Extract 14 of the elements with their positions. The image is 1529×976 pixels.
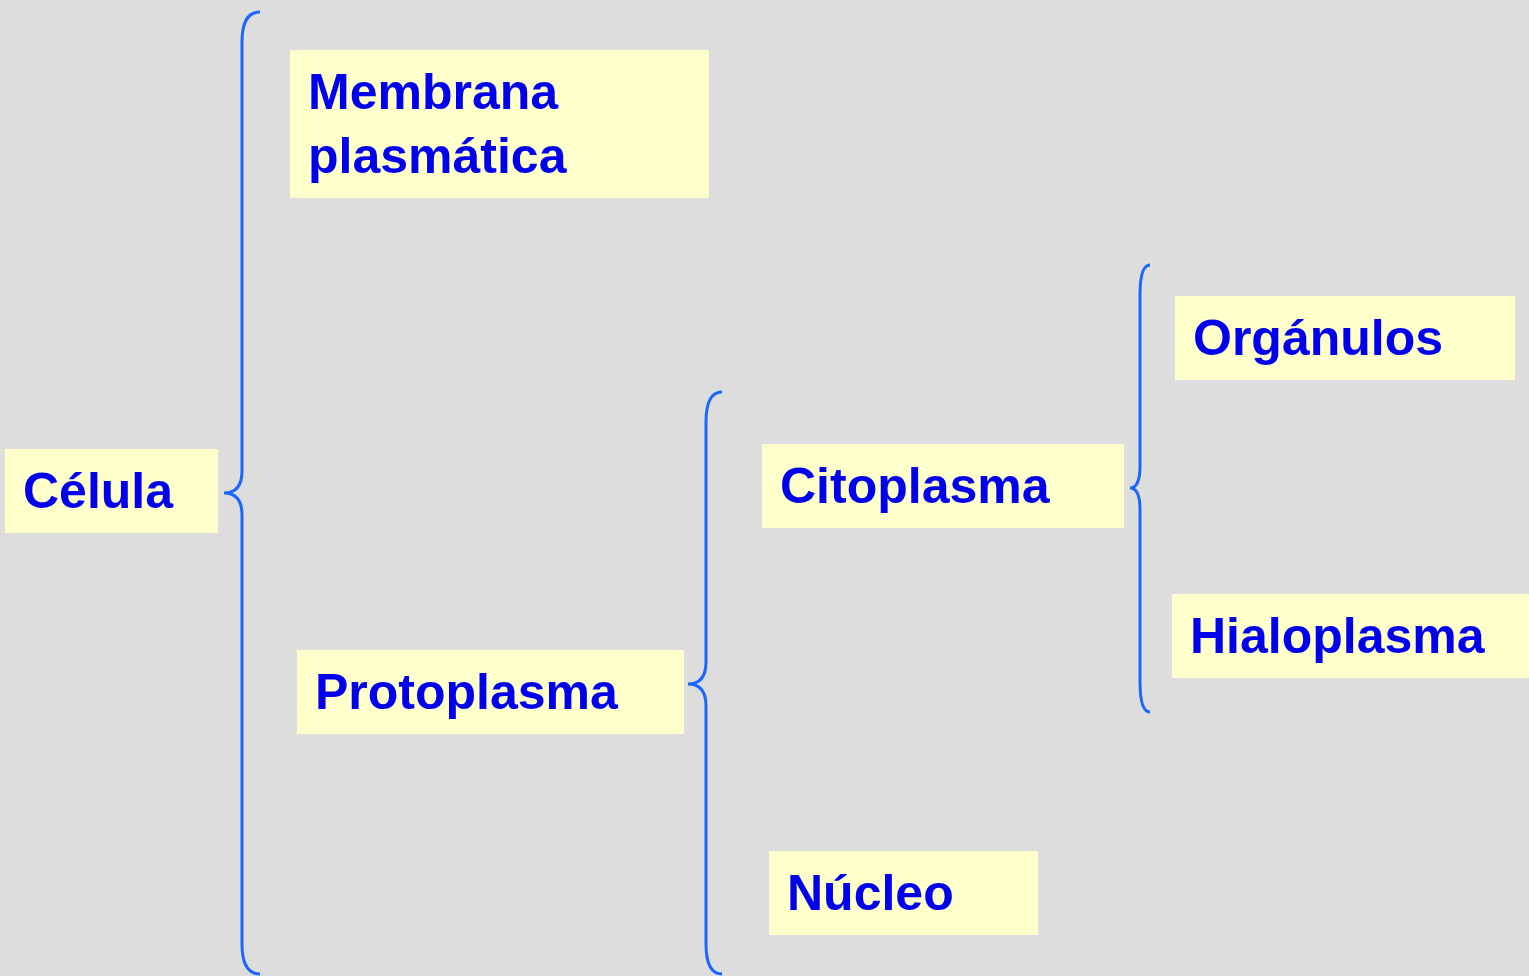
concept-label: Hialoplasma — [1190, 607, 1486, 666]
concept-label: Citoplasma — [780, 457, 1051, 516]
concept-label: Orgánulos — [1193, 309, 1445, 368]
concept-box — [297, 650, 684, 734]
concept-label: Protoplasma — [315, 663, 619, 722]
concept-box — [1175, 296, 1515, 380]
concept-box — [1172, 594, 1529, 678]
concept-label: Célula — [23, 462, 175, 521]
concept-box — [5, 449, 218, 533]
concept-box — [762, 444, 1124, 528]
concept-label: Membrana plasmática — [308, 63, 568, 186]
concept-box — [290, 50, 709, 198]
concept-box — [769, 851, 1038, 935]
concept-label: Núcleo — [787, 864, 955, 923]
